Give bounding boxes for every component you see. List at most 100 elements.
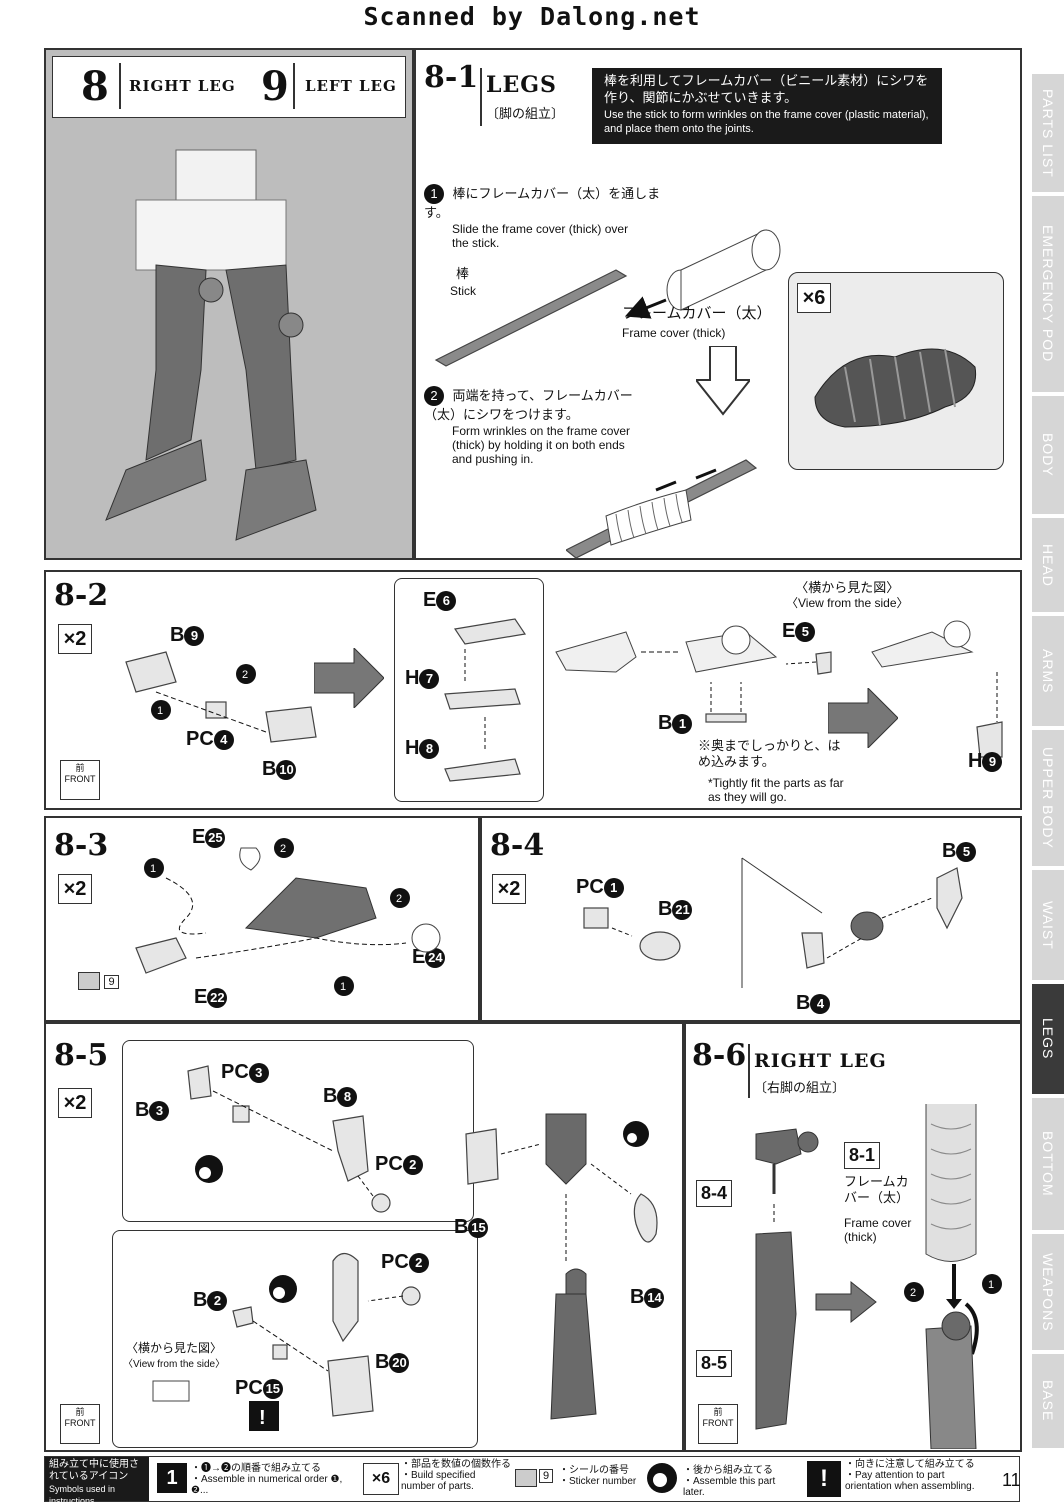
tab-arms[interactable]: ARMS — [1032, 616, 1064, 726]
down-arrow — [696, 346, 750, 416]
sub-step-1-en: Slide the frame cover (thick) over the s… — [452, 222, 629, 250]
svg-text:1: 1 — [150, 863, 156, 875]
stick-cover-diagram — [434, 229, 781, 367]
step-8-6-title-jp: 〔右脚の組立〕 — [754, 1080, 846, 1095]
step-8-6-label: 8-6 — [692, 1038, 747, 1073]
qty-x6: ×6 — [797, 283, 831, 313]
qty-x2: ×2 — [58, 874, 92, 904]
svg-text:1: 1 — [157, 705, 163, 717]
tab-body[interactable]: BODY — [1032, 396, 1064, 514]
svg-text:2: 2 — [910, 1287, 916, 1299]
step-8-4-label: 8-4 — [490, 828, 545, 863]
cover-label-en: Frame cover (thick) — [622, 326, 726, 340]
step-8-3-label: 8-3 — [54, 828, 109, 863]
symbols-legend: 組み立て中に使用されているアイコン Symbols used in instru… — [44, 1456, 1020, 1506]
wrinkled-cover-photo — [814, 348, 977, 428]
sub-step-2-jp: 両端を持って、フレームカバー（太）にシワをつけます。 — [424, 388, 633, 422]
step-number-left: 9 — [261, 63, 289, 110]
ref-8-5: 8-5 — [696, 1350, 733, 1377]
svg-text:2: 2 — [396, 893, 402, 905]
tab-emergency-pod[interactable]: EMERGENCY POD — [1032, 196, 1064, 392]
step-8-2-assembly-b — [555, 625, 832, 723]
ref-8-1: 8-1 — [844, 1142, 881, 1169]
qty-x2: ×2 — [58, 624, 92, 654]
header-box: 8 RIGHT LEG 9 LEFT LEG — [52, 56, 406, 118]
step-8-1-title-jp: 〔脚の組立〕 — [486, 106, 565, 121]
step-8-6-assembly: 2 1 — [755, 1104, 1002, 1449]
tab-bottom[interactable]: BOTTOM — [1032, 1098, 1064, 1230]
sticker-number: 9 — [104, 975, 119, 990]
page-number: 11 — [1002, 1470, 1021, 1490]
note-box: 棒を利用してフレームカバー（ビニール素材）にシワを作り、関節にかぶせていきます。… — [592, 68, 942, 144]
step-8-5-assembly — [465, 1113, 658, 1420]
sub-step-1-badge: 1 — [424, 184, 444, 204]
title-right-leg: RIGHT LEG — [129, 77, 236, 95]
scan-credit: Scanned by Dalong.net — [363, 2, 701, 31]
svg-text:2: 2 — [242, 669, 248, 681]
arrow-right-2 — [828, 688, 898, 748]
sub-step-1-jp: 棒にフレームカバー（太）を通します。 — [424, 186, 661, 220]
step-8-1-label: 8-1 — [424, 60, 479, 95]
stick-label-jp: 棒 — [456, 266, 470, 281]
cover-label-en: Frame cover (thick) — [844, 1216, 912, 1244]
step-number-right: 8 — [81, 63, 109, 110]
svg-text:2: 2 — [280, 843, 286, 855]
arrow-right-1 — [314, 648, 384, 708]
legend-heading: 組み立て中に使用されているアイコン Symbols used in instru… — [45, 1457, 149, 1506]
tab-waist[interactable]: WAIST — [1032, 870, 1064, 980]
legend-item-quantity: ・部品を数値の個数作る・Build specified number of pa… — [401, 1459, 511, 1492]
step-8-6-panel: 8-6 RIGHT LEG 〔右脚の組立〕 8-4 8-5 8-1 フレームカバ… — [684, 1022, 1022, 1452]
step-8-3-assembly: 1 2 2 1 — [135, 838, 441, 996]
sub-step-2-badge: 2 — [424, 386, 444, 406]
svg-text:1: 1 — [340, 981, 346, 993]
tab-legs[interactable]: LEGS — [1032, 984, 1064, 1094]
step-8-2-assembly-a: 1 2 — [125, 651, 317, 743]
svg-text:!: ! — [259, 1407, 266, 1429]
tab-weapons[interactable]: WEAPONS — [1032, 1234, 1064, 1350]
tab-head[interactable]: HEAD — [1032, 518, 1064, 612]
step-8-1-title: LEGS — [486, 72, 557, 98]
tab-base[interactable]: BASE — [1032, 1354, 1064, 1448]
side-view-label: 〈横から見た図〉 〈View from the side〉 — [123, 1341, 226, 1370]
note-jp: 棒を利用してフレームカバー（ビニール素材）にシワを作り、関節にかぶせていきます。 — [604, 73, 929, 105]
leg-photo — [105, 149, 317, 541]
legend-item-later: ・後から組み立てる・Assemble this part later. — [683, 1465, 776, 1498]
step-8-4-assembly — [583, 857, 963, 988]
tab-upper-body[interactable]: UPPER BODY — [1032, 730, 1064, 866]
tab-parts-list[interactable]: PARTS LIST — [1032, 74, 1064, 192]
title-left-leg: LEFT LEG — [305, 77, 397, 95]
legend-item-orientation: ・向きに注意して組み立てる・Pay attention to part orie… — [845, 1459, 975, 1492]
legend-item-order: ・❶→❷の順番で組み立てる・Assemble in numerical orde… — [191, 1463, 343, 1496]
svg-text:1: 1 — [988, 1279, 994, 1291]
sticker-ref: 9 — [78, 972, 119, 990]
step-8-6-title: RIGHT LEG — [754, 1050, 887, 1072]
